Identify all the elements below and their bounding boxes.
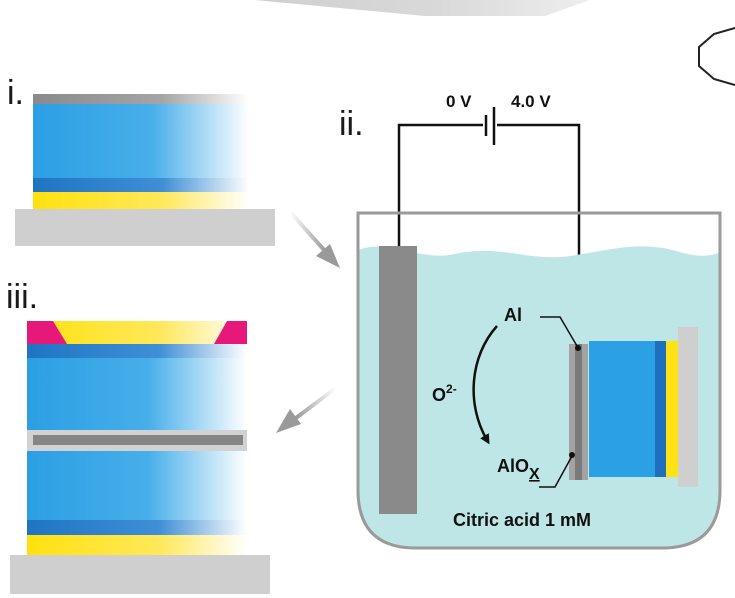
panel-i-label: i. <box>7 74 24 112</box>
hexagon-icon <box>698 27 735 86</box>
panel-i-dark-blue-layer <box>33 178 249 192</box>
oxygen-ion-label: O2- <box>432 382 457 405</box>
panel-iii-label: iii. <box>6 278 38 316</box>
counter-electrode <box>379 246 417 514</box>
panel-iii-al-layer <box>33 435 243 445</box>
panel-i-blue-layer <box>33 104 249 178</box>
sample-dark-blue-layer <box>655 341 666 477</box>
top-gray-shape <box>255 0 590 16</box>
al-label: Al <box>504 305 522 325</box>
panel-iii-substrate <box>10 555 270 594</box>
electrolyte-liquid <box>358 246 720 548</box>
panel-i-yellow-layer <box>33 192 249 209</box>
panel-iii-magenta-left <box>27 321 67 344</box>
panel-iii-yellow-layer <box>27 535 247 555</box>
sample-yellow-layer <box>666 341 678 477</box>
sample-in-bath <box>569 327 698 487</box>
panel-iii-lower-dark-blue <box>27 520 247 535</box>
panel-ii-label: ii. <box>339 105 364 143</box>
panel-i-substrate <box>15 209 275 246</box>
panel-iii-top-yellow <box>27 321 247 344</box>
alox-leader-line <box>539 455 573 488</box>
panel-iii-magenta-right <box>214 321 247 344</box>
al-leader-line <box>540 316 578 347</box>
alox-label: AlOX <box>497 456 540 483</box>
sample-substrate <box>678 327 698 487</box>
arrow-to-panel-ii <box>288 210 340 268</box>
alox-marker-dot <box>569 452 575 458</box>
sample-al-layer <box>575 344 582 480</box>
panel-iii-lower-blue <box>27 451 247 520</box>
panel-iii-stack <box>10 321 270 594</box>
oxidation-curved-arrow <box>472 325 498 445</box>
panel-iii-upper-dark-blue <box>27 344 247 358</box>
panel-iii-upper-blue <box>27 358 247 430</box>
electrolyte-label: Citric acid 1 mM <box>453 510 591 530</box>
voltage-label-4v: 4.0 V <box>511 92 551 111</box>
arrow-to-panel-iii <box>276 386 338 433</box>
sample-blue-layer <box>589 341 656 477</box>
beaker <box>356 211 722 550</box>
al-marker-dot <box>575 345 581 351</box>
panel-i-top-layer <box>33 94 249 104</box>
voltage-label-0v: 0 V <box>446 92 472 111</box>
panel-i-stack <box>15 94 275 246</box>
